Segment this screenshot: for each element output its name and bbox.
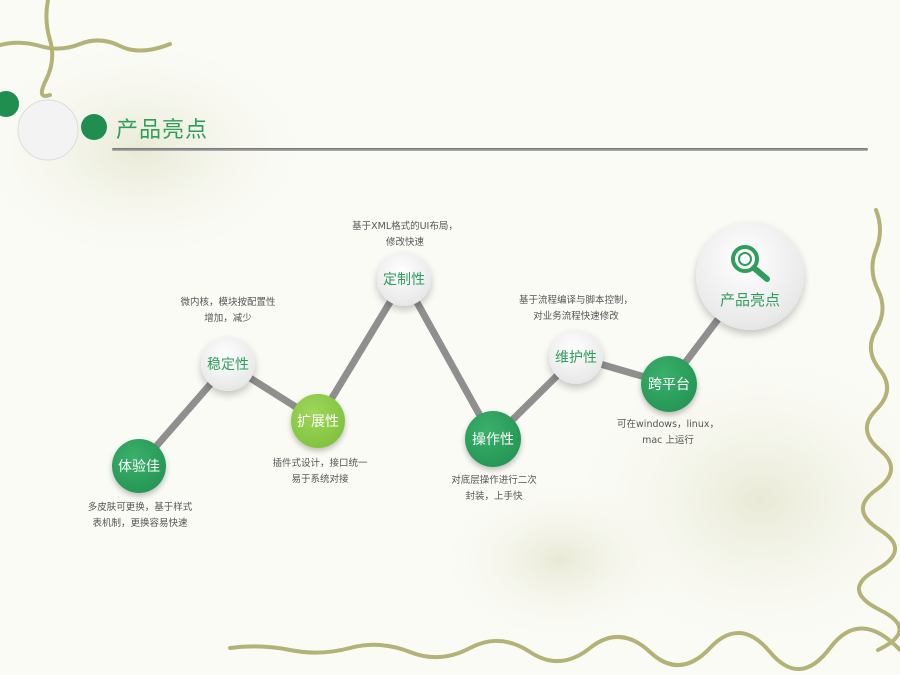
vine-decoration xyxy=(39,0,55,98)
header-circle-white xyxy=(17,99,79,161)
node-label: 跨平台 xyxy=(648,377,690,393)
node-cross-platform[interactable]: 跨平台 xyxy=(641,356,697,412)
search-icon xyxy=(731,244,770,282)
header-dot-green xyxy=(0,91,19,117)
node-label: 稳定性 xyxy=(207,357,249,373)
node-label: 体验佳 xyxy=(118,459,160,475)
node-label: 操作性 xyxy=(472,432,514,448)
node-label: 定制性 xyxy=(383,272,425,288)
desc-maintainability: 基于流程编译与脚本控制，对业务流程快速修改 xyxy=(518,295,633,322)
title-divider xyxy=(112,148,868,151)
node-extensibility[interactable]: 扩展性 xyxy=(291,394,345,448)
hub-node[interactable]: 产品亮点 xyxy=(696,222,804,330)
desc-customization: 基于XML格式的UI布局，修改快速 xyxy=(352,221,458,248)
header-dot-green xyxy=(81,114,107,140)
vine-decoration xyxy=(228,626,900,671)
desc-operability: 对底层操作进行二次封装，上手快 xyxy=(451,475,537,502)
node-customization[interactable]: 定制性 xyxy=(377,252,431,306)
node-maintainability[interactable]: 维护性 xyxy=(549,330,603,384)
vine-decoration xyxy=(857,208,900,652)
node-stability[interactable]: 稳定性 xyxy=(201,337,255,391)
hub-label: 产品亮点 xyxy=(719,290,780,309)
watercolor-blot xyxy=(440,480,680,640)
node-label: 扩展性 xyxy=(297,414,339,430)
page-title: 产品亮点 xyxy=(116,118,209,143)
node-operability[interactable]: 操作性 xyxy=(465,411,521,467)
desc-extensibility: 插件式设计，接口统一易于系统对接 xyxy=(272,458,368,485)
desc-cross-platform: 可在windows，linux，mac 上运行 xyxy=(617,419,719,446)
node-experience[interactable]: 体验佳 xyxy=(112,439,166,493)
desc-experience: 多皮肤可更换，基于样式表机制，更换容易快速 xyxy=(87,502,193,529)
vine-decoration xyxy=(0,38,172,53)
desc-stability: 微内核，模块按配置性增加，减少 xyxy=(180,297,276,324)
node-label: 维护性 xyxy=(555,350,597,366)
